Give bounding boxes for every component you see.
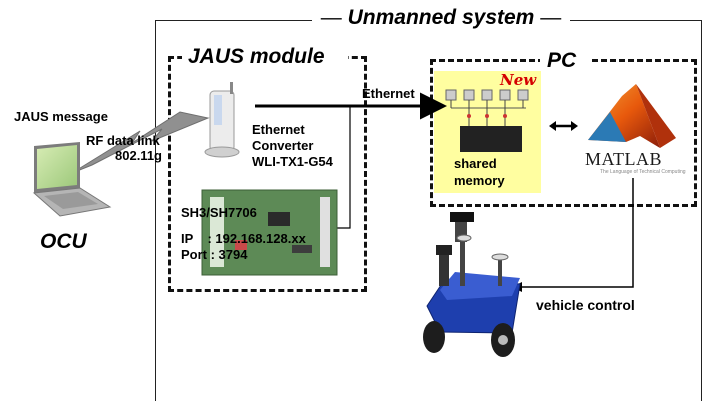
ocu-label: OCU: [40, 230, 87, 253]
outer-title-background: [312, 6, 570, 32]
converter-label-line1: Ethernet: [252, 122, 305, 137]
pc-title-background: [540, 47, 590, 73]
jaus-module-title: JAUS module: [188, 45, 325, 68]
jaus-message-label: JAUS message: [14, 109, 108, 124]
sh3-board-illustration: [201, 189, 338, 276]
shared-memory-label-line1: shared: [454, 156, 497, 171]
shared-memory-network-icon: [445, 89, 529, 152]
rf-data-link-label: RF data link: [86, 133, 160, 148]
port-label: Port : 3794: [181, 247, 248, 262]
ocu-laptop-illustration: [32, 142, 112, 217]
ethernet-label: Ethernet: [362, 86, 415, 101]
board-model-label: SH3/SH7706: [181, 205, 257, 220]
diagram-graphics: [32, 82, 676, 357]
matlab-logo-text: MATLAB: [585, 149, 663, 169]
converter-model-label: WLI-TX1-G54: [252, 154, 333, 169]
unmanned-system-title: — Unmanned system —: [320, 6, 562, 29]
ethernet-converter-illustration: [204, 82, 240, 158]
ip-address-label: IP : 192.168.128.xx: [181, 231, 306, 246]
board-to-ethernet-line: [337, 106, 351, 229]
robot-vehicle-illustration: [423, 212, 521, 357]
matlab-tagline: The Language of Technical Computing: [600, 169, 686, 175]
new-badge: New: [500, 71, 537, 89]
converter-label-line2: Converter: [252, 138, 314, 153]
vehicle-control-label: vehicle control: [536, 297, 635, 313]
rf-lightning-bolt: [71, 111, 210, 174]
rf-standard-label: 802.11g: [115, 148, 162, 163]
bidirectional-arrow: [549, 121, 578, 131]
vehicle-control-line: [522, 178, 634, 288]
matlab-logo-icon: [588, 84, 676, 148]
jaus-title-background: [182, 44, 348, 70]
pc-title: PC: [547, 49, 577, 72]
shared-memory-label-line2: memory: [454, 173, 505, 188]
